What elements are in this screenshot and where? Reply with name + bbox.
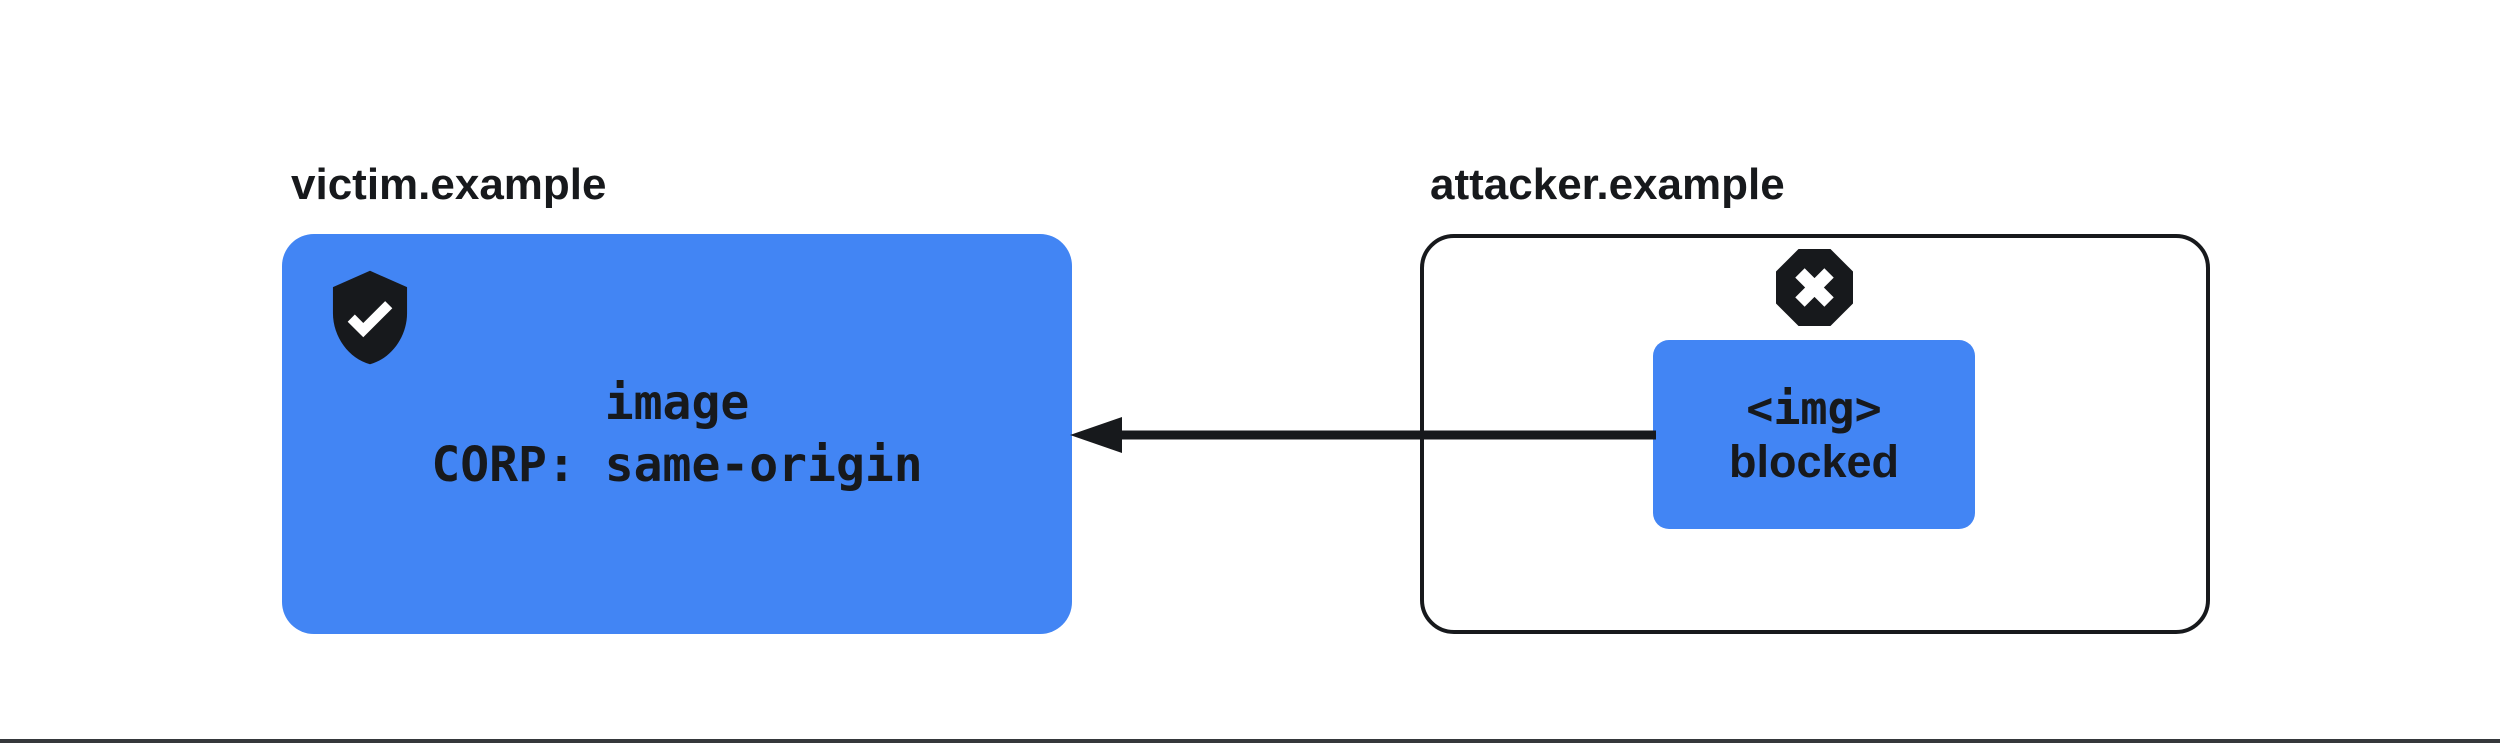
blocked-img-text: <img> blocked bbox=[1729, 382, 1899, 488]
blocked-request-arrow bbox=[1070, 417, 1656, 453]
blocked-status-text: blocked bbox=[1728, 435, 1900, 487]
blocked-img-box: <img> blocked bbox=[1653, 340, 1975, 529]
victim-resource-text: image CORP: same-origin bbox=[431, 372, 922, 496]
bottom-divider bbox=[0, 739, 2500, 743]
shield-check-icon bbox=[332, 270, 408, 365]
corp-header-text: CORP: same-origin bbox=[431, 437, 923, 493]
resource-type-text: image bbox=[604, 375, 750, 431]
victim-resource-box: image CORP: same-origin bbox=[282, 234, 1072, 634]
img-tag-text: <img> bbox=[1746, 381, 1882, 435]
octagon-x-icon bbox=[1776, 249, 1853, 326]
attacker-origin-label: attacker.example bbox=[1430, 160, 1785, 209]
victim-origin-label: victim.example bbox=[291, 160, 607, 209]
